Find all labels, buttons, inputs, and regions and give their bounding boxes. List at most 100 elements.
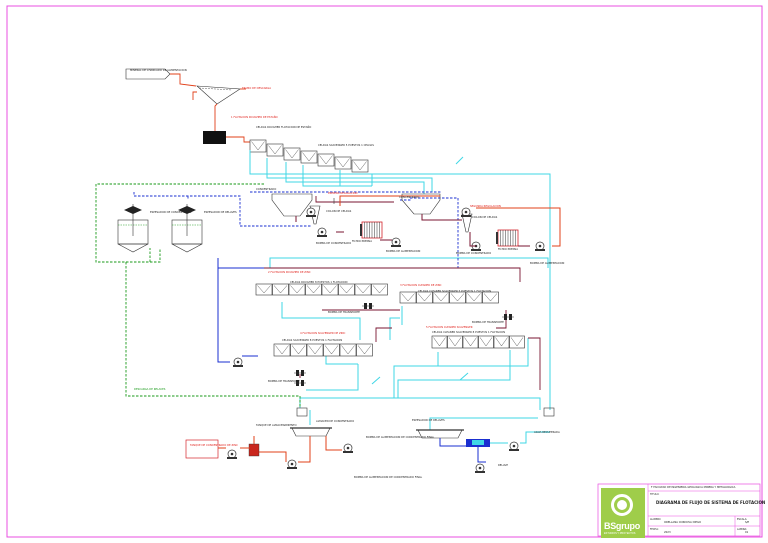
logo-ring-icon — [611, 494, 633, 516]
author-name: ORELLANA CORDOVA DIEGO — [664, 521, 702, 524]
flotation-cell — [449, 291, 466, 304]
flotation-cell — [399, 291, 417, 304]
thickener-tailings — [416, 429, 464, 439]
water-recovery-label: AGUA RECUPERADA — [534, 431, 560, 434]
logo-subtitle: ESTUDIOS Y PROYECTOS — [604, 532, 636, 535]
fuel-label-2: SEGUNDA REGULACION — [470, 205, 501, 208]
transport-label-2: BOMBA DE TRANSPORTE — [472, 321, 504, 324]
flotation-cell — [272, 283, 289, 296]
author-caption: ALUMNO: — [650, 518, 662, 521]
flotation-cell — [356, 343, 373, 357]
flotation-cell — [482, 291, 499, 304]
flot3-cells-label: CELDAS CLEANER SCAVENGER 5 PUESTOS 1 FLO… — [418, 290, 492, 293]
concentrate-label-1: CONCENTRADO — [256, 188, 277, 191]
pump-icon — [227, 449, 237, 459]
rougher-1-cell — [351, 159, 369, 173]
sheet-border — [6, 5, 763, 538]
rougher-1-cell — [283, 147, 301, 161]
filter-label-2: FILTRO PRENSA — [498, 248, 519, 251]
flotation-cell — [432, 291, 450, 304]
pump-icon — [306, 207, 316, 217]
logo-dot-icon — [617, 500, 627, 510]
flotation-cell — [371, 283, 388, 296]
pump-icon — [509, 441, 519, 451]
flotation-cell — [290, 343, 307, 357]
filter-label-1: FILTRO PRENSA — [352, 240, 373, 243]
flot2-title: 2 FLOTACION ROUGHER DE ZINC — [268, 271, 311, 274]
flotation-cell — [354, 283, 372, 296]
rougher-1-cell — [266, 143, 284, 157]
thick-label-2: ESPESADOR DE RELAVES — [204, 211, 237, 214]
storage-label: ALMACEN DE CONCENTRADO — [316, 420, 355, 423]
cyclone-label-1: CICLON DE CELDAS — [326, 210, 352, 213]
tailings-lines — [95, 183, 301, 408]
flotation-cell — [462, 335, 479, 349]
transport-pump-icon — [502, 314, 514, 320]
flotation-cell — [305, 283, 322, 296]
pump-icon — [343, 443, 353, 453]
flotation-cell — [273, 343, 291, 357]
pump-icon — [391, 237, 401, 247]
flotation-cell — [478, 335, 494, 349]
flotation-cell — [339, 343, 357, 357]
concentrate-lines — [133, 191, 459, 268]
drawing-title: DIAGRAMA DE FLUJO DE SISTEMA DE FLOTACIO… — [656, 500, 766, 505]
scale-value: S/E — [745, 521, 750, 524]
concentrate-label-2: CONCENTRADO — [399, 196, 420, 199]
flot5-title: 5 FLOTACION CLEANER SCAVENGER — [426, 326, 473, 329]
flot4-title: 4 FLOTACION SCAVENGER DE ZINC — [300, 332, 346, 335]
bomb-conc-final-label: BOMBA DE ALIMENTACION DE CONCENTRADO FIN… — [366, 436, 435, 439]
tank-label: TANQUE DE ALMACENAMIENTO — [256, 424, 297, 427]
sump-2 — [543, 407, 555, 417]
date-caption: FECHA: — [650, 528, 659, 531]
sheet-value: 01 — [745, 531, 749, 534]
transport-pump-icon — [362, 303, 374, 309]
thick-label-1: ESPESADOR DE CONCENTRADO — [150, 211, 192, 214]
flotation-cell — [416, 291, 433, 304]
rougher-1-cell — [300, 150, 318, 164]
thick-relave-label: ESPESADOR DE RELAVES — [412, 419, 445, 422]
flotation-cell — [509, 335, 525, 349]
concentrate-solid — [217, 258, 264, 363]
flotation-cell — [288, 283, 306, 296]
flot3-title: 3 FLOTACION CLEANER DE ZINC — [400, 284, 442, 287]
flotation-cell — [321, 283, 339, 296]
vibrating-screen — [196, 85, 241, 105]
hopper-2 — [401, 193, 441, 215]
flot2-cells-label: CELDAS ROUGHER 8 PUESTOS 1 FLOTACION — [290, 281, 348, 284]
project-name: F FACULTAD DE INGENIERIA GEOLOGICA MINER… — [651, 486, 736, 489]
flotation-cell — [255, 283, 273, 296]
flot1-cells-label: CELDAS ROUGHER FLOTACION DE ESTAÑO — [256, 126, 312, 129]
flotation-cell — [431, 335, 448, 349]
transport-pump-icon — [294, 380, 306, 386]
scale-caption: ESCALA: — [737, 518, 748, 521]
fuel-label-1: PRIMERA REGULACION — [328, 192, 358, 195]
bottom-lines — [218, 195, 561, 463]
hopper-1 — [271, 193, 313, 217]
tailing-text: DESCARGA DE RELAVES — [134, 388, 166, 391]
rougher-1-cell — [317, 153, 335, 167]
bomb-relave-label: RELAVE — [498, 464, 508, 467]
flot1-title: 1 FLOTACION ROUGHER DE ESTAÑO — [231, 116, 278, 119]
flot5-cells-label: CELDAS CLEANER SCAVENGER 8 PUESTOS 1 FLO… — [432, 331, 506, 334]
transport-pump-icon — [294, 370, 306, 376]
pump-label-1: BOMBA DE CONCENTRADO — [316, 242, 352, 245]
rougher-1-cell — [249, 139, 267, 153]
pump-label-2: BOMBA DE CONCENTRADO — [456, 252, 492, 255]
pump-icon — [475, 463, 485, 473]
stock-label: TANQUE DE CONCENTRADO DE ZINC — [190, 444, 238, 447]
flotation-cell — [338, 283, 355, 296]
sheet-caption: LAMINA: — [737, 528, 747, 531]
cyclone-label-2: CICLON DE CELDAS — [472, 216, 498, 219]
pumps — [227, 198, 545, 473]
feed-dest-label: TRAMO DE DESCARGA — [242, 87, 272, 90]
disposal-label-1: BOMBA DE ALIMENTACION — [386, 250, 421, 253]
feed-arrow — [125, 68, 171, 80]
flot1-scav-label: CELDAS SCAVENGER 5 PUESTOS 1 CELDAS — [318, 144, 374, 147]
final-thickeners — [185, 407, 555, 459]
disposal-label-2: BOMBA DE ALIMENTACION — [530, 262, 565, 265]
rougher-1-cell — [334, 156, 352, 170]
transport-label-3: BOMBA DE TRANSPORTE — [268, 380, 300, 383]
